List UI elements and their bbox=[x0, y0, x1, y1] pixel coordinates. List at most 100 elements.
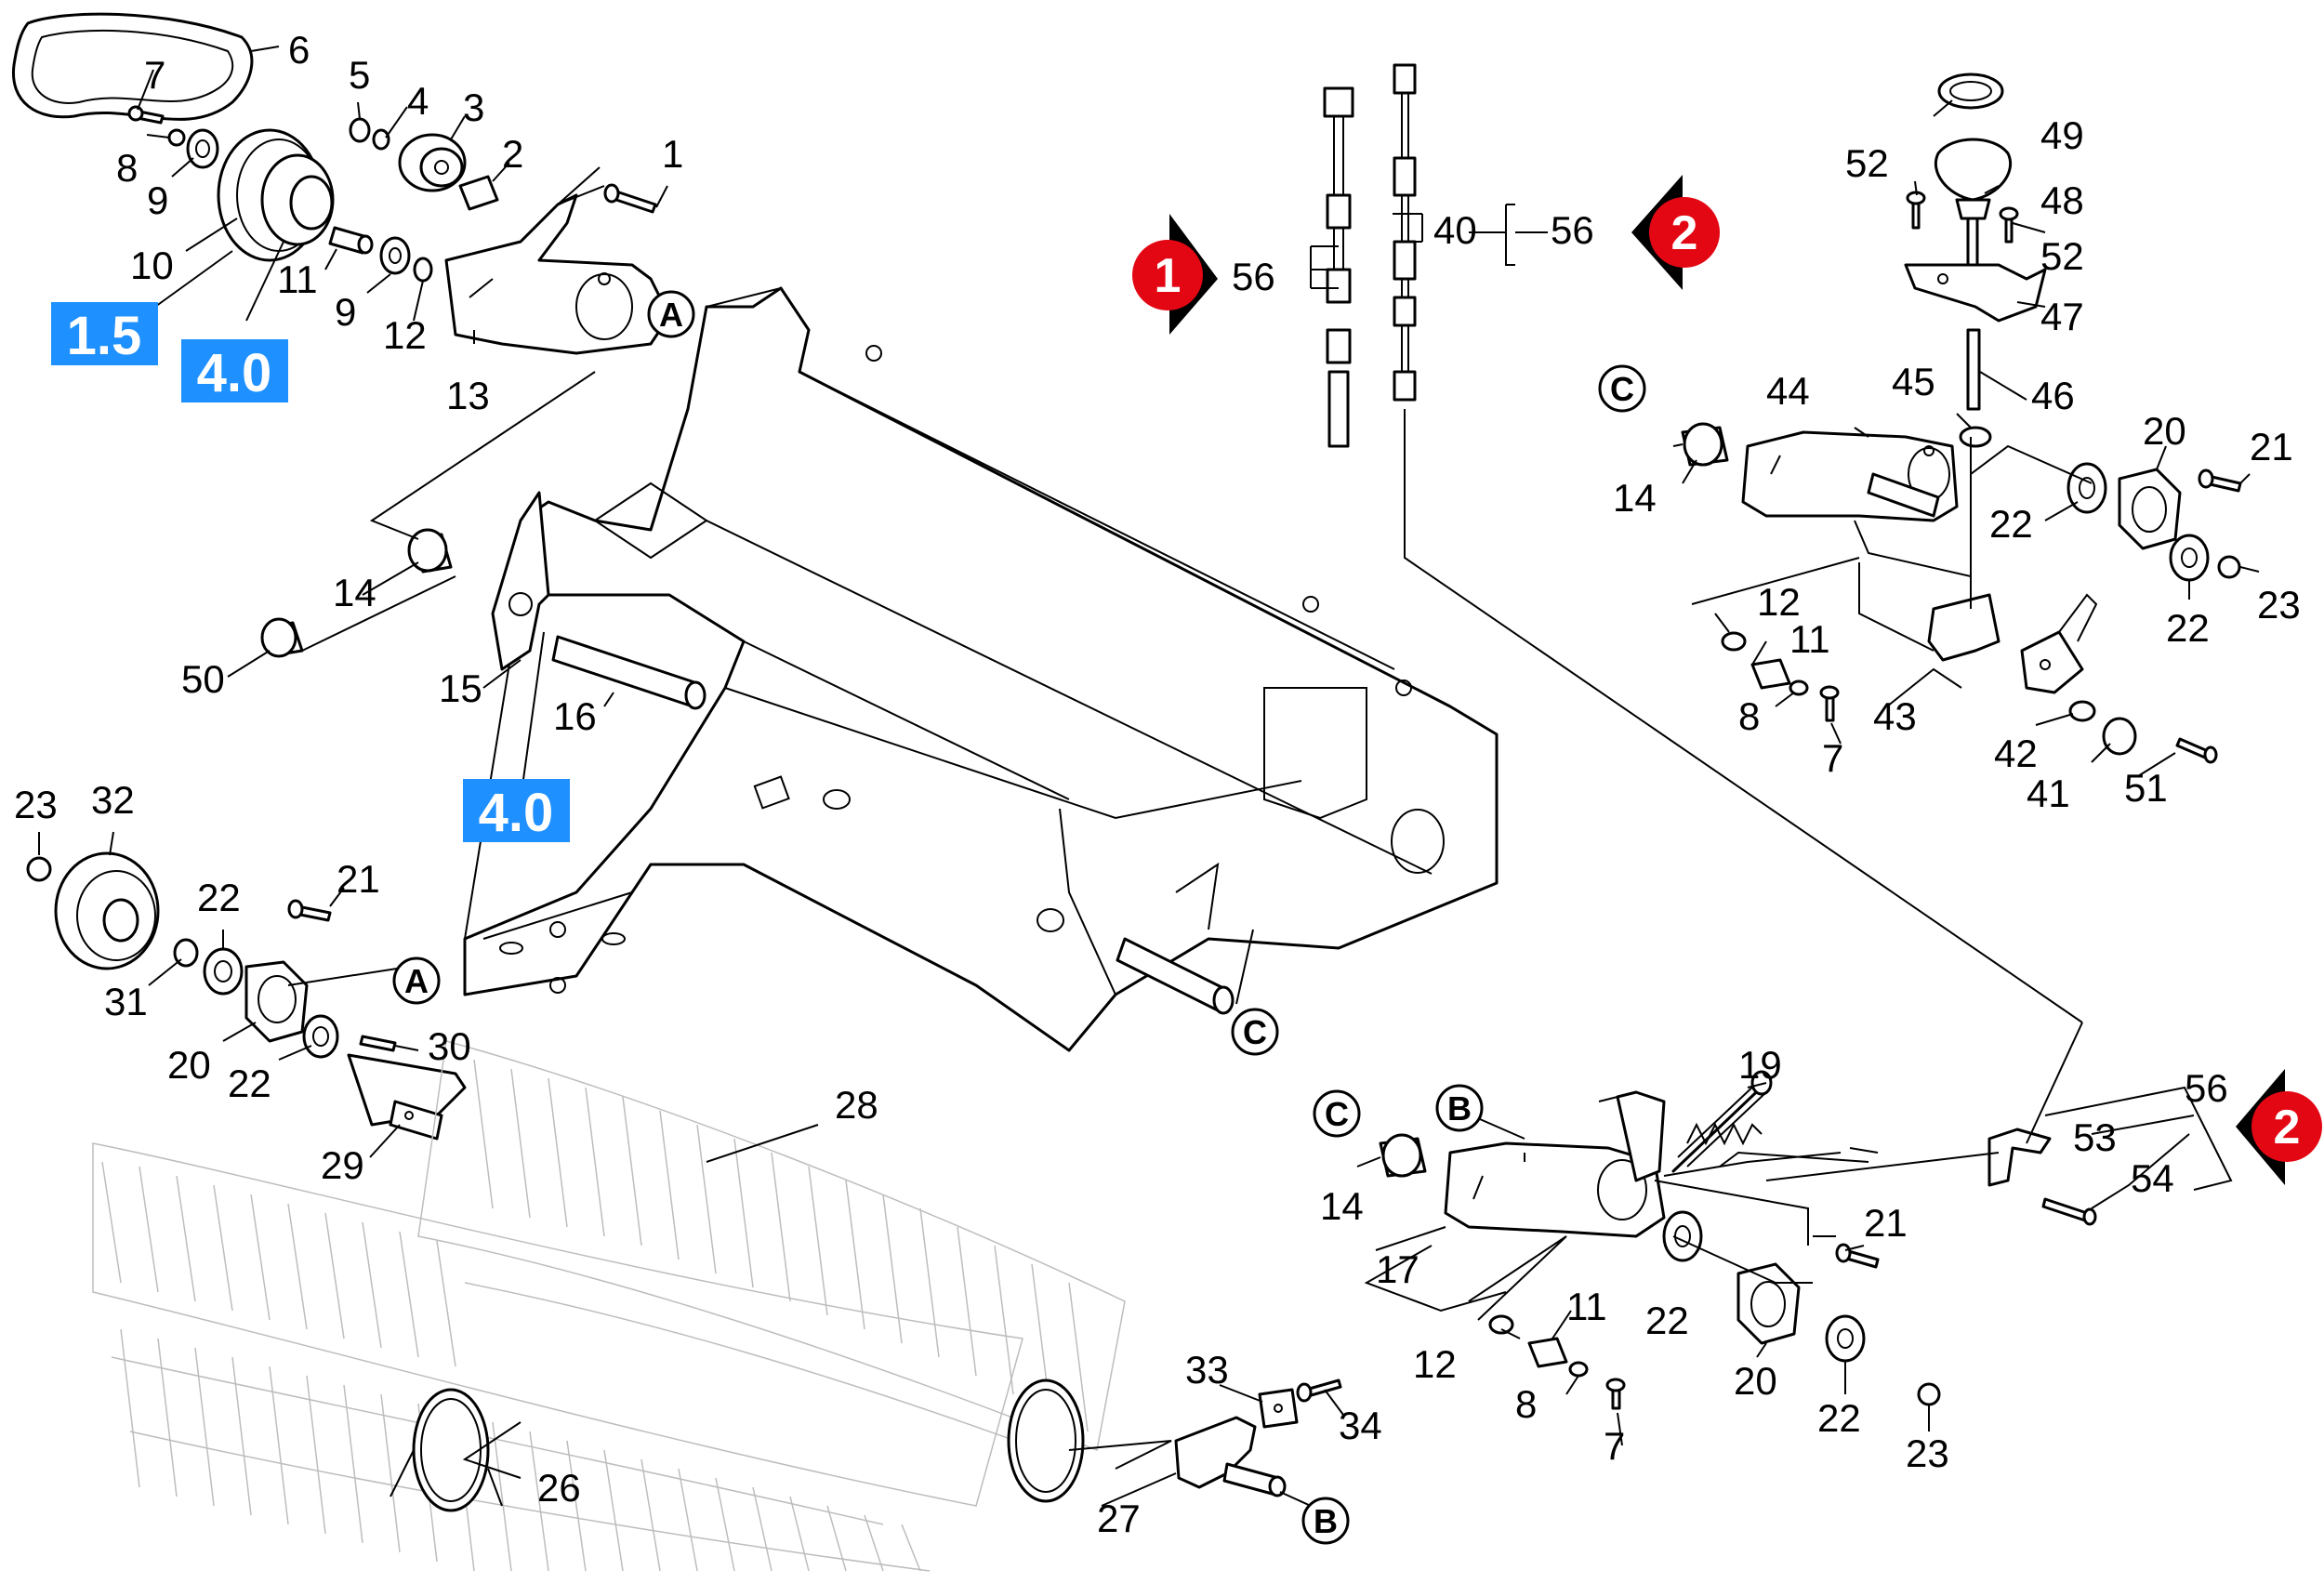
callout-4: 4 bbox=[407, 79, 429, 123]
washer-8 bbox=[167, 128, 186, 147]
bolt-21-right-top bbox=[2198, 468, 2242, 493]
washer-8-right-bottom bbox=[1568, 1361, 1589, 1378]
bolt-7-right-bottom bbox=[1605, 1378, 1626, 1410]
page-marker-2-top: 2 bbox=[1631, 175, 1720, 290]
bearing-22-right-top-a bbox=[2067, 462, 2107, 514]
callout-22-left-a: 22 bbox=[197, 876, 241, 919]
ref-circle-b-bracket-label: B bbox=[1314, 1502, 1338, 1540]
ref-circle-c-top: C bbox=[1598, 364, 1646, 413]
callout-22-right-bottom-b: 22 bbox=[1817, 1396, 1861, 1440]
washer-42 bbox=[2068, 700, 2096, 722]
callout-8-top: 8 bbox=[116, 146, 138, 190]
ref-circle-b-bottom-right-label: B bbox=[1447, 1089, 1472, 1128]
cap-49 bbox=[1937, 73, 2004, 110]
callout-42: 42 bbox=[1994, 732, 2038, 775]
callout-16: 16 bbox=[553, 694, 597, 738]
callout-50: 50 bbox=[181, 657, 225, 701]
callout-44: 44 bbox=[1766, 369, 1810, 413]
spacer-2 bbox=[458, 175, 499, 211]
callout-12-top: 12 bbox=[383, 313, 427, 357]
callout-40: 40 bbox=[1433, 208, 1477, 252]
lever-b bbox=[1598, 1090, 1666, 1182]
bolt-7-right-top bbox=[1819, 685, 1840, 722]
ref-circle-a-mid: A bbox=[392, 956, 441, 1005]
ref-circle-c-mid-label: C bbox=[1243, 1013, 1267, 1051]
callout-6: 6 bbox=[288, 28, 310, 72]
ref-circle-a-mid-label: A bbox=[404, 962, 429, 1000]
washer-8-right-top bbox=[1789, 679, 1809, 696]
housing-frame bbox=[463, 286, 1499, 1052]
callout-22-right-top-a: 22 bbox=[1989, 502, 2033, 546]
callout-52-right: 52 bbox=[2040, 234, 2084, 278]
bearing-22-right-bottom-a bbox=[1662, 1210, 1703, 1262]
bracket-53 bbox=[1987, 1128, 2052, 1187]
page-marker-1: 1 bbox=[1132, 214, 1218, 335]
leader-lines bbox=[38, 46, 2260, 1507]
callout-56-left: 56 bbox=[1232, 255, 1275, 298]
callout-48: 48 bbox=[2040, 178, 2084, 222]
callout-47: 47 bbox=[2040, 295, 2084, 338]
spacer-11-a bbox=[328, 226, 374, 255]
callout-14-right-top: 14 bbox=[1613, 476, 1657, 520]
callout-8-right-bottom: 8 bbox=[1515, 1382, 1537, 1426]
callout-20-right-bottom: 20 bbox=[1734, 1359, 1777, 1403]
bracket-47 bbox=[1904, 263, 2047, 323]
callout-20-right-top: 20 bbox=[2143, 409, 2186, 453]
page-marker-1-text: 1 bbox=[1155, 249, 1182, 303]
pulley-32 bbox=[54, 851, 160, 970]
washer-4 bbox=[372, 128, 390, 151]
callout-52-left: 52 bbox=[1845, 141, 1889, 185]
callout-27: 27 bbox=[1097, 1497, 1141, 1540]
callout-11-right-top: 11 bbox=[1789, 617, 1830, 661]
callout-22-left-b: 22 bbox=[228, 1062, 271, 1105]
torque-badge-4-0-top-text: 4.0 bbox=[197, 343, 272, 403]
screw-52-right bbox=[1999, 206, 2019, 244]
spacer-11-right-bottom bbox=[1527, 1337, 1568, 1368]
nut-5 bbox=[349, 117, 371, 143]
washer-12-a bbox=[413, 257, 433, 283]
ref-circle-a-top: A bbox=[647, 290, 695, 338]
callout-8-right-top: 8 bbox=[1738, 694, 1760, 738]
callout-43: 43 bbox=[1873, 694, 1917, 738]
torque-badge-4-0-top: 4.0 bbox=[181, 339, 288, 403]
hub-20-left bbox=[244, 960, 309, 1043]
callout-10: 10 bbox=[130, 244, 174, 287]
callout-12-right-bottom: 12 bbox=[1413, 1342, 1457, 1386]
bearing-22-right-top-b bbox=[2169, 534, 2210, 582]
v-belt-6 bbox=[11, 12, 254, 121]
callout-34: 34 bbox=[1339, 1404, 1382, 1447]
page-marker-2-bottom: 2 bbox=[2236, 1069, 2322, 1185]
callout-41: 41 bbox=[2027, 772, 2070, 815]
bearing-9-a bbox=[186, 128, 219, 169]
bushing-14-left bbox=[407, 528, 453, 574]
callout-21-right-bottom: 21 bbox=[1864, 1201, 1908, 1245]
callout-11-top: 11 bbox=[277, 257, 318, 301]
callout-45: 45 bbox=[1892, 360, 1935, 403]
bearing-22-left-a bbox=[203, 947, 244, 996]
callout-9-mid: 9 bbox=[335, 290, 356, 334]
torque-badge-1-5: 1.5 bbox=[51, 302, 158, 366]
washer-12-right-top bbox=[1721, 631, 1747, 652]
spring-19 bbox=[1671, 1070, 1773, 1173]
bracket-43 bbox=[1927, 593, 2098, 694]
hub-20-right-top bbox=[2118, 468, 2182, 550]
callout-22-right-top-b: 22 bbox=[2166, 606, 2210, 650]
left-side-plate bbox=[491, 491, 550, 671]
callout-51: 51 bbox=[2124, 766, 2168, 810]
bolt-1 bbox=[603, 183, 657, 214]
callout-7-right-bottom: 7 bbox=[1604, 1424, 1625, 1468]
spacer-11-right-top bbox=[1750, 658, 1791, 690]
rod-46 bbox=[1966, 328, 1981, 411]
tensioner-arm-13 bbox=[444, 193, 671, 355]
callout-5: 5 bbox=[349, 53, 370, 97]
circlip-23-right-bottom bbox=[1917, 1382, 1941, 1406]
bolt-34 bbox=[1296, 1379, 1342, 1403]
plate-17 bbox=[1444, 1141, 1666, 1238]
cable-left bbox=[1323, 86, 1354, 448]
bushing-14-right-bottom bbox=[1379, 1133, 1427, 1178]
washer-12-right-bottom bbox=[1488, 1314, 1514, 1335]
page-marker-2-top-text: 2 bbox=[1671, 206, 1698, 260]
drive-arm-29 bbox=[347, 1053, 467, 1141]
callout-31: 31 bbox=[104, 980, 148, 1023]
